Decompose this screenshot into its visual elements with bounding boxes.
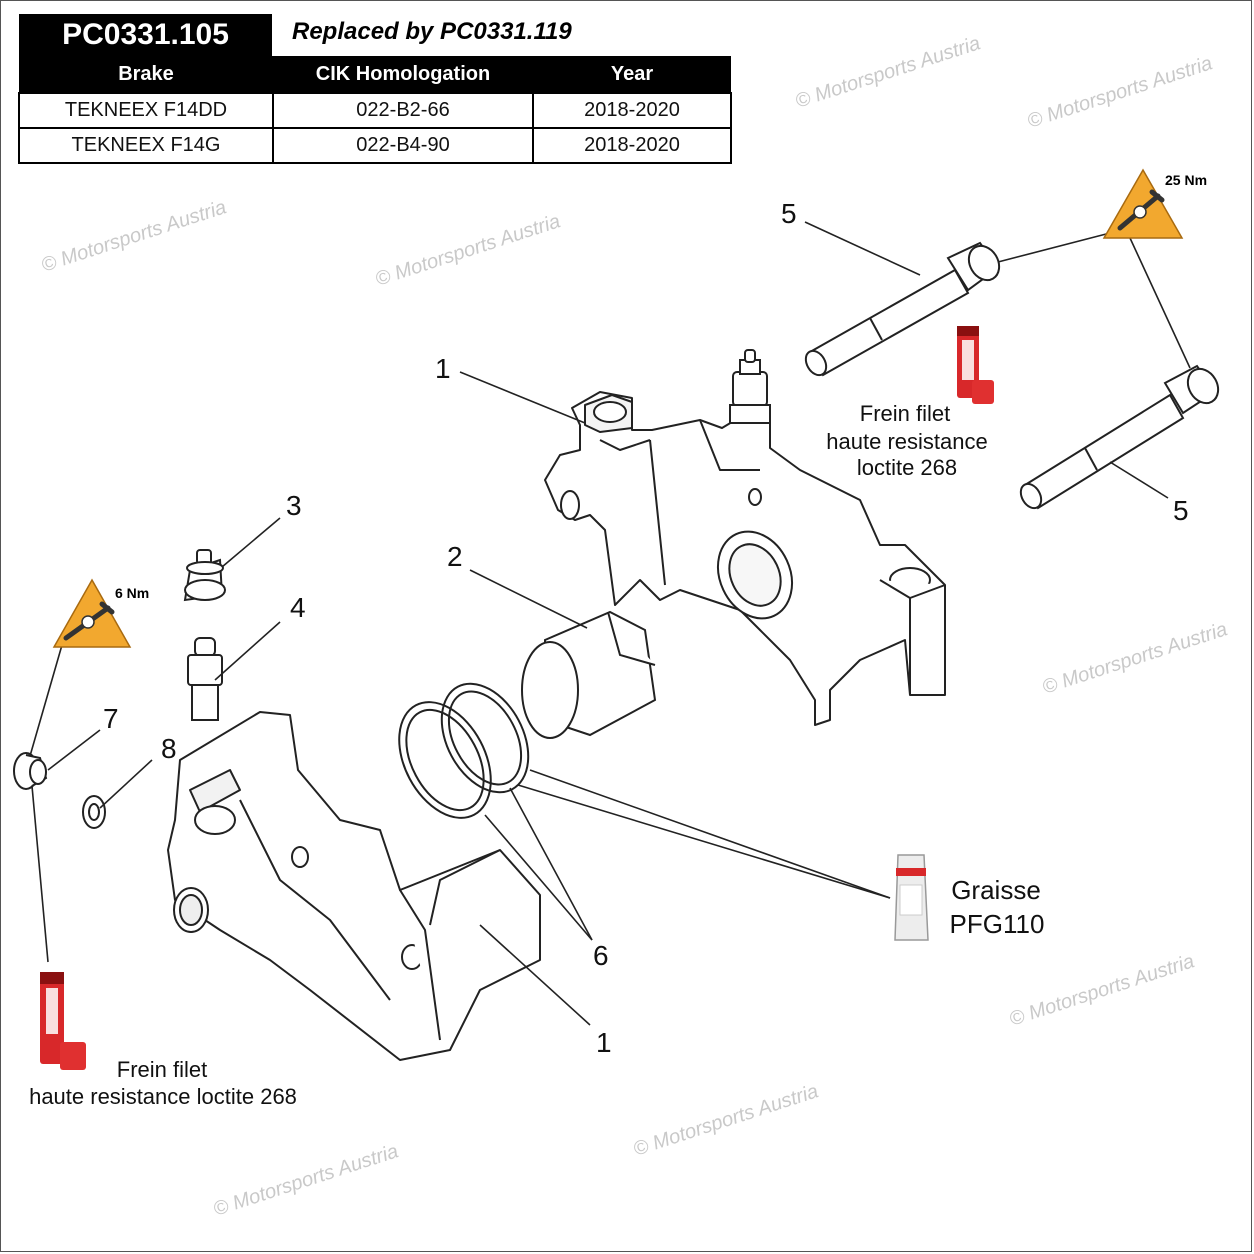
watermark-text: © Motorsports Austria xyxy=(1007,950,1197,1031)
callout-2: 2 xyxy=(447,541,463,572)
o-rings xyxy=(398,682,530,819)
loctite-icon-bottom xyxy=(40,972,86,1070)
callout-4: 4 xyxy=(290,592,306,623)
col-homologation: CIK Homologation xyxy=(273,56,533,93)
torque-icon-top xyxy=(1102,168,1184,239)
homologation-table: Brake CIK Homologation Year TEKNEEX F14D… xyxy=(18,56,732,164)
note-line: Graisse xyxy=(951,875,1041,905)
note-line: PFG110 xyxy=(950,909,1045,939)
cell-brake: TEKNEEX F14G xyxy=(18,127,274,164)
pad-pin-bolt-lower xyxy=(1019,364,1220,510)
callout-1: 1 xyxy=(435,353,451,384)
note-line: haute resistance xyxy=(826,429,987,454)
bleed-nipple-top xyxy=(729,349,771,424)
col-brake: Brake xyxy=(19,56,273,93)
piston xyxy=(521,610,657,739)
washer xyxy=(82,795,106,829)
torque-label-left: 6 Nm xyxy=(115,585,149,601)
watermark-text: © Motorsports Austria xyxy=(39,196,229,277)
callout-7: 7 xyxy=(103,703,119,734)
watermark-text: © Motorsports Austria xyxy=(793,32,983,113)
watermark-text: © Motorsports Austria xyxy=(1025,52,1215,133)
watermark-text: © Motorsports Austria xyxy=(1040,618,1230,699)
bush xyxy=(13,752,48,790)
watermark-text: © Motorsports Austria xyxy=(373,210,563,291)
callout-numbers: 1 1 2 3 4 5 5 6 7 8 xyxy=(103,198,1189,1058)
cell-homologation: 022-B4-90 xyxy=(272,127,534,164)
watermark-text: © Motorsports Austria xyxy=(211,1140,401,1221)
part-code: PC0331.105 xyxy=(19,14,272,56)
cell-year: 2018-2020 xyxy=(532,127,732,164)
bleed-screw xyxy=(187,637,223,721)
cell-brake: TEKNEEX F14DD xyxy=(18,92,274,129)
table-row: TEKNEEX F14DD 022-B2-66 2018-2020 xyxy=(18,92,732,129)
caliper-half-bottom xyxy=(167,711,541,1061)
grease-note: Graisse PFG110 xyxy=(950,875,1045,939)
watermark-text: © Motorsports Austria xyxy=(631,1080,821,1161)
threadlock-note-bottom: Frein filet haute resistance loctite 268 xyxy=(29,1057,297,1109)
table-header-row: Brake CIK Homologation Year xyxy=(19,56,731,93)
table-row: TEKNEEX F14G 022-B4-90 2018-2020 xyxy=(18,127,732,164)
callout-6: 6 xyxy=(593,940,609,971)
leader-lines xyxy=(29,221,1191,1026)
note-line: Frein filet xyxy=(117,1057,207,1082)
callout-5: 5 xyxy=(1173,495,1189,526)
callout-8: 8 xyxy=(161,733,177,764)
col-year: Year xyxy=(533,56,731,93)
torque-label-top: 25 Nm xyxy=(1165,172,1207,188)
callout-3: 3 xyxy=(286,490,302,521)
cell-year: 2018-2020 xyxy=(532,92,732,129)
grease-tube-icon xyxy=(894,854,929,941)
callout-1: 1 xyxy=(596,1027,612,1058)
bleed-cap xyxy=(183,549,226,602)
torque-icon-left xyxy=(52,578,132,648)
note-line: loctite 268 xyxy=(857,455,957,480)
loctite-icon-top xyxy=(957,326,994,404)
callout-5: 5 xyxy=(781,198,797,229)
note-line: haute resistance loctite 268 xyxy=(29,1084,297,1109)
pad-pin-bolt-upper xyxy=(804,241,1001,377)
cell-homologation: 022-B2-66 xyxy=(272,92,534,129)
threadlock-note-top: Frein filet haute resistance loctite 268 xyxy=(826,401,987,480)
replaced-by-note: Replaced by PC0331.119 xyxy=(292,18,572,45)
note-line: Frein filet xyxy=(860,401,950,426)
caliper-half-top xyxy=(544,391,946,726)
